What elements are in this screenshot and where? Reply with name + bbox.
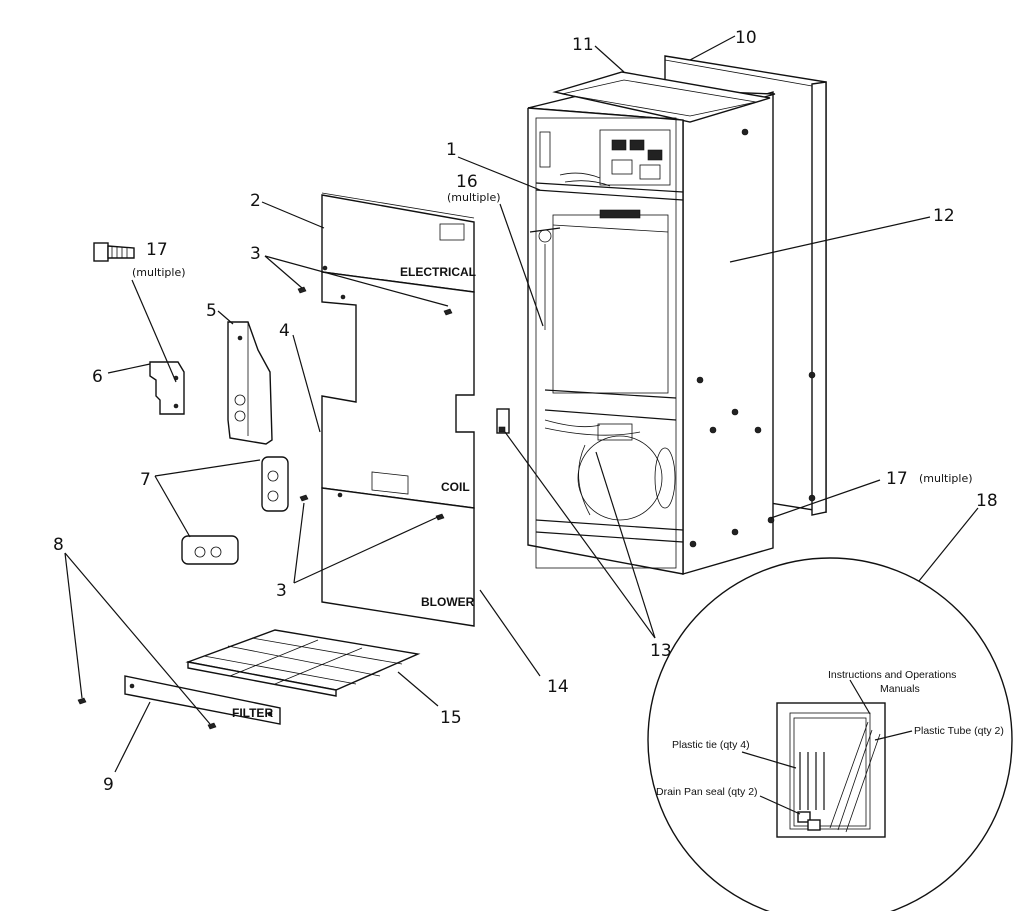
kit-labels: Instructions and Operations Manuals Plas… [656,669,1004,798]
callout-17-upper: 17 [146,240,168,260]
kit-plastic-tie: Plastic tie (qty 4) [672,739,750,751]
callout-5: 5 [206,301,217,321]
callout-16: 16 [456,172,478,192]
filter-panel-label: FILTER [232,706,273,720]
blower [544,419,676,521]
callout-2: 2 [250,191,261,211]
screw-parts [297,286,453,521]
callout-8: 8 [53,535,64,555]
callout-3-lower: 3 [276,581,287,601]
callout-7: 7 [140,470,151,490]
callout-18: 18 [976,491,998,511]
callout-4: 4 [279,321,290,341]
filter-door-part [124,675,281,725]
callout-numbers: 1 2 3 3 4 5 6 7 8 9 10 11 12 13 14 15 16… [53,28,998,795]
callout-15: 15 [440,708,462,728]
coil [529,209,669,394]
callout-17-lower: 17 [886,469,908,489]
small-bracket-part [496,408,510,434]
callout-13: 13 [650,641,672,661]
note-17-multiple-lower: (multiple) [919,472,973,485]
control-board [539,129,671,187]
callout-9: 9 [103,775,114,795]
filter-screws [77,697,217,730]
callout-1: 1 [446,140,457,160]
front-panel-assembly [321,192,475,627]
bolt-part [93,242,135,262]
cabinet [527,71,776,575]
grommet-plate-lower [181,535,239,565]
callout-14: 14 [547,677,569,697]
note-16-multiple: (multiple) [447,191,501,204]
blower-panel-label: BLOWER [421,595,475,609]
coil-panel-label: COIL [441,480,470,494]
kit-drain-pan-seal: Drain Pan seal (qty 2) [656,786,758,798]
filter-part [185,629,421,697]
callout-11: 11 [572,35,594,55]
side-plate-part [227,321,273,445]
note-17-multiple-upper: (multiple) [132,266,186,279]
callout-10: 10 [735,28,757,48]
callout-3-upper: 3 [250,244,261,264]
bracket-part [149,361,185,415]
accessory-kit-detail [647,557,1013,911]
callout-6: 6 [92,367,103,387]
callout-12: 12 [933,206,955,226]
kit-manuals-line2: Manuals [880,683,920,695]
kit-manuals-line1: Instructions and Operations [828,669,956,681]
electrical-panel-label: ELECTRICAL [400,265,476,279]
grommet-plate-upper [261,456,289,512]
kit-plastic-tube: Plastic Tube (qty 2) [914,725,1004,737]
